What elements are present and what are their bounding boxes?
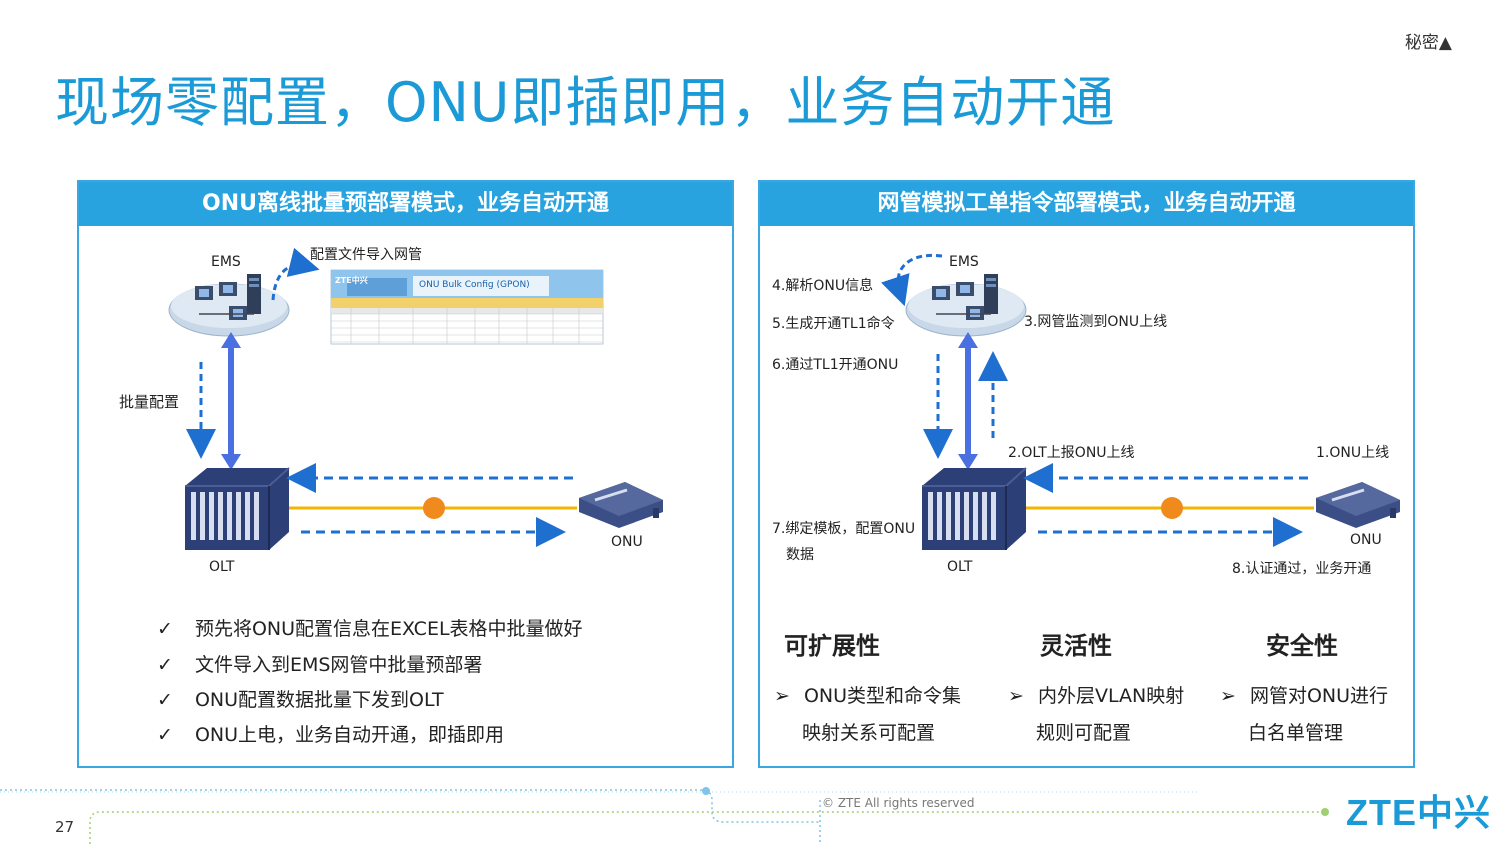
ems-network-icon — [905, 274, 1027, 337]
step7-label-line2: 数据 — [786, 547, 814, 563]
right-onu-label: ONU — [1350, 532, 1382, 548]
feature-desc-security: ➢ 网管对ONU进行 白名单管理 — [1220, 685, 1389, 744]
bullet-text: 文件导入到EMS网管中批量预部署 — [194, 654, 483, 676]
step6-label: 6.通过TL1开通ONU — [772, 357, 899, 373]
step1-label: 1.ONU上线 — [1316, 445, 1390, 461]
ems-olt-link-arrow — [958, 332, 978, 470]
arrow-bullet-icon: ➢ — [1220, 685, 1236, 707]
excel-sheet-thumbnail — [330, 269, 604, 345]
feature-desc-scalability: ➢ ONU类型和命令集 映射关系可配置 — [774, 685, 962, 744]
copyright-text: © ZTE All rights reserved — [822, 796, 975, 810]
check-icon: ✓ — [157, 689, 173, 711]
import-arrow — [271, 247, 320, 301]
bullet-text: ONU上电，业务自动开通，即插即用 — [194, 724, 505, 746]
step3-label: 3.网管监测到ONU上线 — [1024, 314, 1168, 330]
feature-title-flexibility: 灵活性 — [1040, 632, 1112, 660]
right-panel: 网管模拟工单指令部署模式，业务自动开通 — [758, 180, 1415, 768]
splitter-icon — [423, 497, 445, 519]
ems-olt-link-arrow — [221, 332, 241, 470]
parse-loop-arrow — [881, 253, 943, 307]
batch-config-label: 批量配置 — [119, 393, 180, 411]
olt-device-icon — [185, 467, 290, 550]
bullet-item: ✓ ONU上电，业务自动开通，即插即用 — [157, 720, 504, 747]
step7-label-line1: 7.绑定模板，配置ONU — [772, 521, 916, 537]
config-import-label: 配置文件导入网管 — [310, 247, 422, 263]
sheet-logo: ZTE中兴 — [335, 276, 368, 285]
onu-device-icon — [579, 482, 663, 528]
arrow-bullet-icon: ➢ — [1008, 685, 1024, 707]
bullet-item: ✓ ONU配置数据批量下发到OLT — [157, 685, 444, 712]
left-diagram — [168, 247, 663, 550]
left-ems-label: EMS — [211, 254, 241, 270]
step4-label: 4.解析ONU信息 — [772, 278, 874, 294]
bullet-text: 预先将ONU配置信息在EXCEL表格中批量做好 — [194, 618, 583, 640]
step2-label: 2.OLT上报ONU上线 — [1008, 445, 1135, 461]
feature-desc-flexibility: ➢ 内外层VLAN映射 规则可配置 — [1008, 685, 1185, 744]
bullet-item: ✓ 预先将ONU配置信息在EXCEL表格中批量做好 — [157, 614, 583, 641]
check-icon: ✓ — [157, 654, 173, 676]
arrow-bullet-icon: ➢ — [774, 685, 790, 707]
left-bullet-list: ✓ 预先将ONU配置信息在EXCEL表格中批量做好 ✓ 文件导入到EMS网管中批… — [157, 614, 717, 754]
feature-title-scalability: 可扩展性 — [784, 632, 880, 660]
left-panel-heading: ONU离线批量预部署模式，业务自动开通 — [79, 182, 732, 226]
page-title: 现场零配置，ONU即插即用，业务自动开通 — [55, 71, 1116, 134]
olt-device-icon — [922, 467, 1027, 550]
ems-network-icon — [168, 274, 290, 337]
check-icon: ✓ — [157, 618, 173, 640]
right-olt-label: OLT — [947, 559, 973, 575]
left-panel: ONU离线批量预部署模式，业务自动开通 — [77, 180, 734, 768]
right-diagram — [881, 253, 1400, 550]
bullet-text: ONU配置数据批量下发到OLT — [194, 689, 444, 711]
check-icon: ✓ — [157, 724, 173, 746]
page-number: 27 — [55, 818, 75, 836]
left-onu-label: ONU — [611, 534, 643, 550]
left-olt-label: OLT — [209, 559, 235, 575]
bullet-item: ✓ 文件导入到EMS网管中批量预部署 — [157, 650, 482, 677]
splitter-icon — [1161, 497, 1183, 519]
right-ems-label: EMS — [949, 254, 979, 270]
sheet-title: ONU Bulk Config (GPON) — [419, 280, 530, 290]
feature-title-security: 安全性 — [1266, 632, 1338, 660]
zte-logo: ZTE中兴 — [1346, 792, 1491, 833]
step5-label: 5.生成开通TL1命令 — [772, 316, 895, 332]
right-panel-heading: 网管模拟工单指令部署模式，业务自动开通 — [760, 182, 1413, 226]
onu-device-icon — [1316, 482, 1400, 528]
confidential-mark: 秘密▲ — [1404, 33, 1452, 53]
step8-label: 8.认证通过，业务开通 — [1232, 561, 1372, 577]
